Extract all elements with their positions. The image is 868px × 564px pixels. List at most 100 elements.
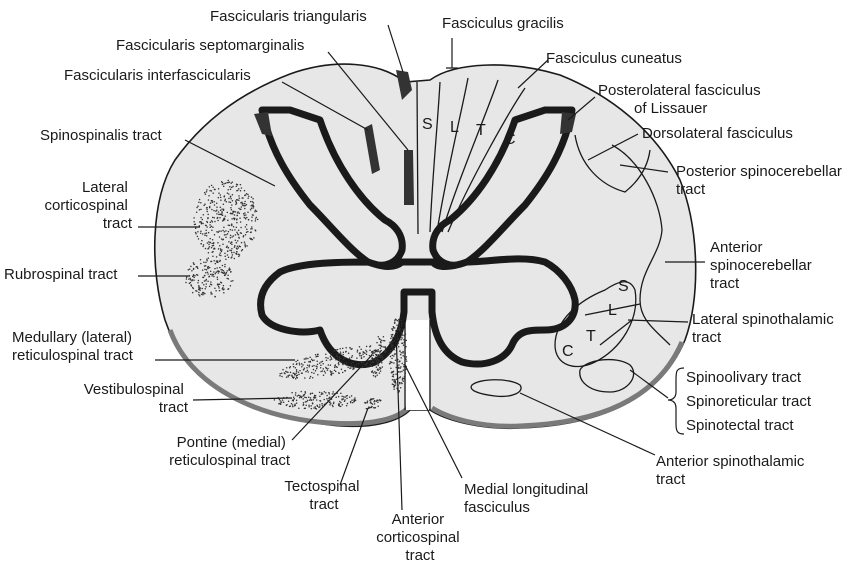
stipple-dot [235,183,238,186]
stipple-dot [343,362,346,364]
stipple-dot [349,347,351,349]
stipple-dot [399,353,402,356]
stipple-dot [398,318,400,321]
stipple-dot [213,234,216,236]
stipple-dot [326,369,329,371]
dorsal-column-dividers [429,77,526,233]
stipple-dot [338,363,340,366]
stipple-dot [236,240,239,242]
stipple-dot [332,405,334,408]
stipple-dot [245,193,248,195]
stipple-dot [199,232,202,234]
stipple-dot [325,366,327,369]
stipple-dot [210,184,213,187]
stipple-dot [205,278,208,281]
stipple-dot [354,397,356,399]
stipple-dot [226,192,229,194]
stipple-dot [344,369,347,372]
stipple-dot [219,248,222,250]
stipple-dot [377,359,379,361]
stipple-dot [205,229,207,231]
stipple-dot [252,207,254,209]
stipple-dot [340,401,342,404]
stipple-dot [299,369,301,372]
stipple-dot [384,351,386,354]
stipple-dot [287,376,289,378]
stipple-dot [279,402,281,405]
stipple-dot [350,367,352,369]
stipple-dot [362,351,365,354]
stipple-dot [231,181,234,183]
stipple-dot [365,349,367,352]
stipple-dot [229,195,232,197]
stipple-dot [191,269,193,272]
stipple-dot [229,237,232,239]
stipple-dot [342,358,345,360]
stipple-dot [303,358,306,360]
stipple-dot [196,274,199,276]
stipple-dot [225,230,227,232]
stipple-dot [296,374,299,377]
stipple-dot [206,210,208,213]
stipple-dot [237,247,240,249]
stipple-dot [238,188,240,190]
stipple-dot [198,285,200,287]
stipple-dot [191,275,194,278]
label-fasc-cuneatus: Fasciculus cuneatus [546,50,682,67]
stipple-dot [338,400,341,403]
stipple-dot [296,376,299,379]
stipple-dot [227,219,229,222]
stipple-dot [212,186,214,189]
stipple-dot [380,360,382,363]
stipple-dot [295,402,298,404]
stipple-dot [393,388,395,390]
stipple-dot [203,191,206,194]
stipple-dot [298,396,301,399]
stipple-dot [305,404,307,406]
stipple-dot [322,362,324,365]
stipple-dot [338,358,340,361]
stipple-dot [381,356,384,358]
stipple-dot [185,281,187,284]
stipple-dot [235,218,238,221]
stipple-dot [377,360,380,362]
stipple-dot [192,262,195,264]
stipple-dot [310,407,313,410]
stipple-dot [219,244,221,247]
stipple-dot [228,267,231,269]
label-posterolateral-lissauer: Posterolateral fasciculus of Lissauer [598,82,765,117]
stipple-dot [205,286,207,288]
label-fasc-septomarginalis: Fascicularis septomarginalis [116,37,304,54]
stipple-dot [398,364,400,366]
stipple-dot [364,402,367,404]
stipple-dot [252,205,255,208]
stipple-dot [336,366,338,369]
stipple-dot [375,354,378,356]
stipple-dot [280,401,283,403]
stipple-dot [340,392,342,394]
stipple-dot [312,368,315,371]
stipple-dot [229,234,232,237]
stipple-dot [390,341,392,343]
stipple-dot [294,367,297,369]
stipple-dot [200,201,202,204]
stipple-dot [352,368,354,370]
dark-tracts [254,70,576,205]
stipple-dot [219,252,221,254]
stipple-dot [196,235,199,238]
stipple-dot [207,257,210,259]
stipple-dot [224,199,226,202]
stipple-dot [206,271,209,273]
stipple-dot [208,243,210,246]
stipple-dot [297,371,300,374]
stipple-dot [205,235,208,237]
stipple-dot [298,373,300,376]
stipple-dot [391,378,394,381]
stipple-dot [217,187,220,190]
stipple-dot [198,198,201,201]
stipple-dot [205,280,207,282]
pontine-reticulospinal-stipple [369,335,387,378]
stipple-dot [366,400,369,402]
stipple-dot [405,356,408,358]
stipple-dot [323,370,326,372]
